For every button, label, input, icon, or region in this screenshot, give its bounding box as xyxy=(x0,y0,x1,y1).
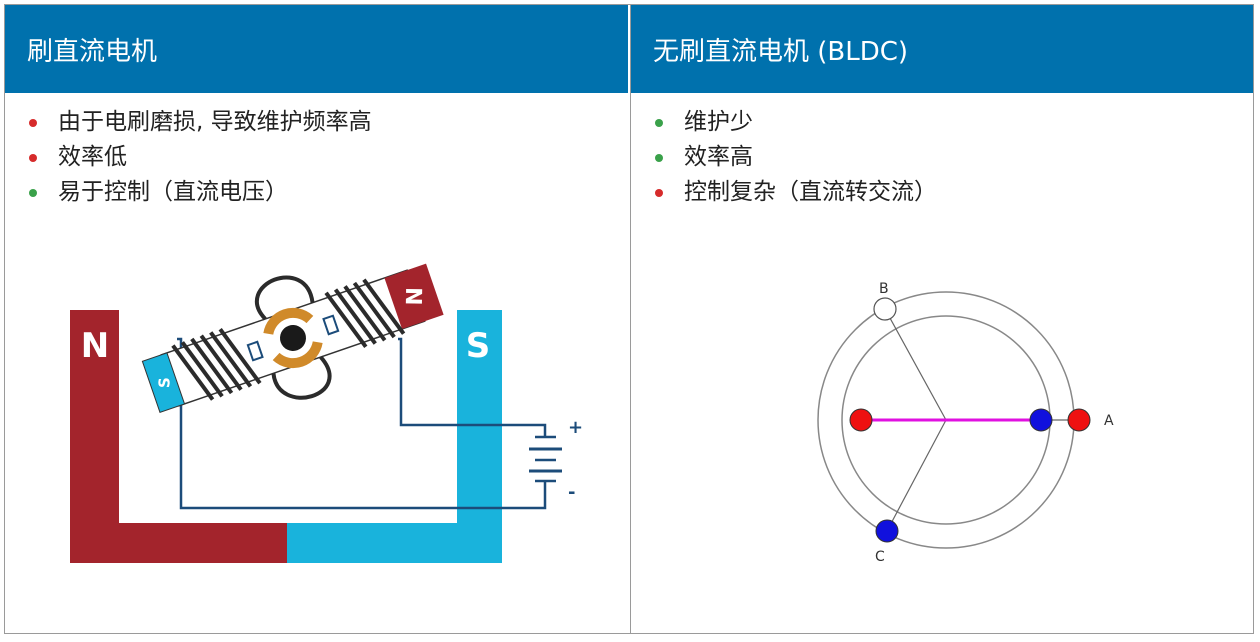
point-text: 维护少 xyxy=(684,109,753,135)
rotor-pole-south xyxy=(141,352,186,413)
point-text: 控制复杂（直流转交流） xyxy=(684,179,937,205)
point-text: 易于控制（直流电压） xyxy=(58,179,288,205)
phase-line-c xyxy=(886,419,947,532)
coil-wire-loop-top xyxy=(255,275,315,321)
point-text: 由于电刷磨损, 导致维护频率高 xyxy=(58,109,372,135)
list-item: 由于电刷磨损, 导致维护频率高 xyxy=(29,105,630,140)
node-a xyxy=(1067,408,1091,432)
node-c xyxy=(875,519,899,543)
magnet-left-pole-label: N xyxy=(81,326,109,366)
bldc-column: 无刷直流电机 (BLDC) 维护少 效率高 控制复杂（直流转交流） B A xyxy=(631,5,1253,633)
list-item: 维护少 xyxy=(655,105,1253,140)
magnet-right-pole-label: S xyxy=(466,326,491,366)
coil-wire-loop-bottom xyxy=(271,355,332,400)
label-c: C xyxy=(875,549,885,565)
phase-line-b xyxy=(884,308,947,421)
rotor-shaft xyxy=(280,325,306,351)
list-item: 效率低 xyxy=(29,140,630,175)
node-b xyxy=(873,297,897,321)
circuit-wire-top xyxy=(398,337,547,437)
list-item: 控制复杂（直流转交流） xyxy=(655,175,1253,210)
list-item: 效率高 xyxy=(655,140,1253,175)
label-a: A xyxy=(1104,413,1114,429)
brushed-dc-column: 刷直流电机 由于电刷磨损, 导致维护频率高 效率低 易于控制（直流电压） N S xyxy=(5,5,631,633)
points-list-bldc: 维护少 效率高 控制复杂（直流转交流） xyxy=(631,93,1253,210)
rotor-pole-south-label: S xyxy=(155,377,173,388)
status-dot xyxy=(29,153,37,162)
point-text: 效率低 xyxy=(58,144,127,170)
rotor-pole-north xyxy=(384,263,444,330)
brushed-motor-diagram: N S + - N S xyxy=(70,263,583,563)
column-title: 刷直流电机 xyxy=(27,36,158,67)
column-title: 无刷直流电机 (BLDC) xyxy=(653,36,909,67)
point-text: 效率高 xyxy=(684,144,753,170)
status-dot xyxy=(655,153,663,162)
status-dot xyxy=(29,118,37,127)
battery-icon xyxy=(529,435,562,483)
status-dot xyxy=(655,188,663,197)
node-red-left xyxy=(849,408,873,432)
rotor-assembly: N S xyxy=(141,263,444,413)
coil-left xyxy=(171,328,262,401)
bldc-motor-diagram: B A C xyxy=(817,281,1114,565)
circuit-wire-bottom xyxy=(177,337,547,510)
list-item: 易于控制（直流电压） xyxy=(29,175,630,210)
status-dot xyxy=(29,188,37,197)
comparison-table: 刷直流电机 由于电刷磨损, 导致维护频率高 效率低 易于控制（直流电压） N S xyxy=(4,4,1254,634)
battery-minus-label: - xyxy=(568,482,575,503)
node-blue-right xyxy=(1029,408,1053,432)
column-header-brushed: 刷直流电机 xyxy=(5,5,630,93)
rotor-pole-north-label: N xyxy=(403,287,428,306)
magnet-cyan-part xyxy=(287,310,502,563)
status-dot xyxy=(655,118,663,127)
label-b: B xyxy=(879,281,889,297)
commutator-ring xyxy=(263,307,323,369)
battery-plus-label: + xyxy=(568,417,583,438)
coil-right xyxy=(324,278,406,348)
brush-left xyxy=(246,340,264,362)
points-list-brushed: 由于电刷磨损, 导致维护频率高 效率低 易于控制（直流电压） xyxy=(5,93,630,210)
column-header-bldc: 无刷直流电机 (BLDC) xyxy=(631,5,1253,93)
magnet-red-part xyxy=(70,310,287,563)
brush-right xyxy=(322,314,340,336)
